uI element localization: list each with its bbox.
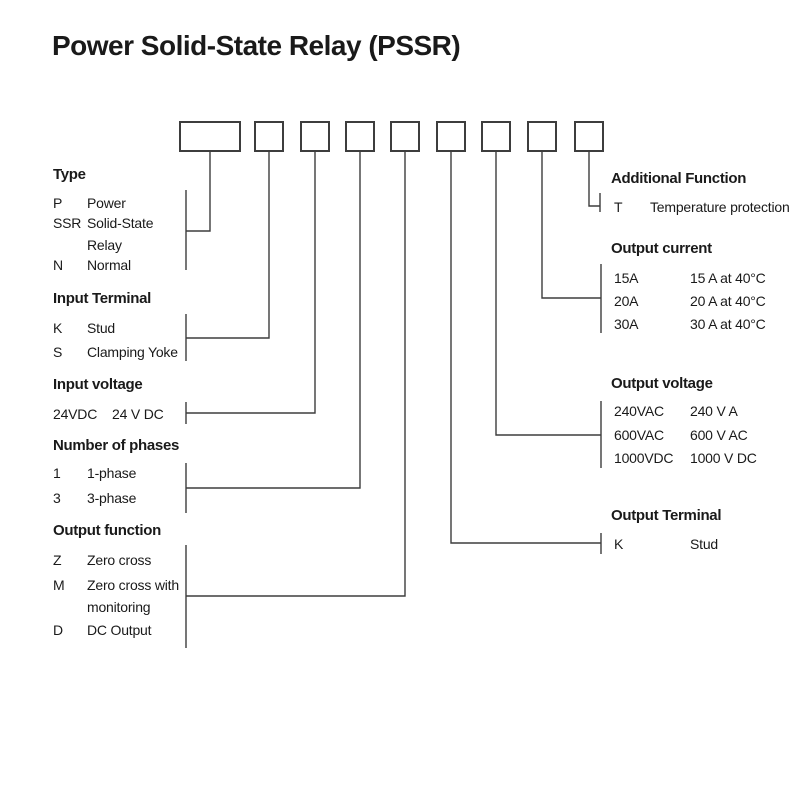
code-description: 600 V AC <box>690 427 748 443</box>
code-description: Power <box>87 195 126 211</box>
code-row: P Power <box>53 195 126 211</box>
code-row: 20A 20 A at 40°C <box>614 293 766 309</box>
code-description: Zero cross <box>87 552 152 568</box>
section-heading-output-function: Output function <box>53 522 161 539</box>
code-description: Clamping Yoke <box>87 344 178 360</box>
code-description: 24 V DC <box>112 406 164 422</box>
code-value <box>53 237 87 253</box>
code-value: SSR <box>53 215 82 231</box>
connector-type <box>185 152 211 270</box>
code-value: 240VAC <box>614 403 664 419</box>
code-box-5 <box>390 121 420 152</box>
code-description: 30 A at 40°C <box>690 316 766 332</box>
code-row: T Temperature protection <box>614 199 790 215</box>
code-description: Zero cross with <box>87 577 179 593</box>
code-description: 20 A at 40°C <box>690 293 766 309</box>
code-row: M Zero cross with <box>53 577 179 593</box>
code-value: D <box>53 622 63 638</box>
code-value: K <box>53 320 63 336</box>
section-heading-additional-function: Additional Function <box>611 170 747 187</box>
section-heading-type: Type <box>53 166 86 183</box>
section-heading-output-terminal: Output Terminal <box>611 507 722 524</box>
section-heading-input-terminal: Input Terminal <box>53 290 152 307</box>
code-row: Relay <box>53 237 122 253</box>
code-row: N Normal <box>53 257 131 273</box>
code-description: Stud <box>87 320 115 336</box>
code-description: 15 A at 40°C <box>690 270 766 286</box>
code-description: 3-phase <box>87 490 137 506</box>
connector-additional-function <box>588 152 601 212</box>
code-box-1 <box>179 121 241 152</box>
code-row: 1000VDC 1000 V DC <box>614 450 757 466</box>
code-row: 3 3-phase <box>53 490 136 506</box>
code-box-6 <box>436 121 466 152</box>
code-box-4 <box>345 121 375 152</box>
code-value: 20A <box>614 293 639 309</box>
code-row: Z Zero cross <box>53 552 151 568</box>
code-value: Z <box>53 552 62 568</box>
connector-output-function <box>185 152 406 648</box>
code-description: Stud <box>690 536 718 552</box>
code-row: 24VDC 24 V DC <box>53 406 164 422</box>
code-row: S Clamping Yoke <box>53 344 178 360</box>
page-title: Power Solid-State Relay (PSSR) <box>52 30 461 61</box>
code-box-8 <box>527 121 557 152</box>
code-box-3 <box>300 121 330 152</box>
code-description: 1-phase <box>87 465 137 481</box>
code-value: S <box>53 344 63 360</box>
code-row: monitoring <box>53 599 151 615</box>
code-value: 1 <box>53 465 61 481</box>
code-row: 600VAC 600 V AC <box>614 427 748 443</box>
code-description: 1000 V DC <box>690 450 757 466</box>
code-value: 24VDC <box>53 406 98 422</box>
connector-input-voltage <box>185 152 316 424</box>
code-row: 1 1-phase <box>53 465 136 481</box>
code-value: M <box>53 577 65 593</box>
code-row: D DC Output <box>53 622 152 638</box>
code-value: 15A <box>614 270 639 286</box>
code-value: T <box>614 199 623 215</box>
code-description: Temperature protection <box>650 199 790 215</box>
section-heading-input-voltage: Input voltage <box>53 376 143 393</box>
code-description: Relay <box>87 237 122 253</box>
code-description: Normal <box>87 257 131 273</box>
code-description: DC Output <box>87 622 152 638</box>
code-box-2 <box>254 121 284 152</box>
code-value <box>53 599 87 615</box>
code-box-7 <box>481 121 511 152</box>
connector-input-terminal <box>185 152 270 361</box>
code-description: monitoring <box>87 599 151 615</box>
code-box-9 <box>574 121 604 152</box>
connector-output-terminal <box>450 152 602 554</box>
connector-number-of-phases <box>185 152 361 513</box>
code-row: K Stud <box>53 320 115 336</box>
code-value: 1000VDC <box>614 450 674 466</box>
connector-output-current <box>541 152 602 333</box>
code-description: 240 V A <box>690 403 738 419</box>
code-value: N <box>53 257 63 273</box>
code-row: 240VAC 240 V A <box>614 403 738 419</box>
section-heading-output-voltage: Output voltage <box>611 375 713 392</box>
code-value: P <box>53 195 63 211</box>
code-value: 3 <box>53 490 61 506</box>
code-description: Solid-State <box>87 215 154 231</box>
code-row: 30A 30 A at 40°C <box>614 316 766 332</box>
code-row: K Stud <box>614 536 718 552</box>
connector-output-voltage <box>495 152 602 468</box>
code-value: 30A <box>614 316 639 332</box>
code-value: K <box>614 536 624 552</box>
code-row: 15A 15 A at 40°C <box>614 270 766 286</box>
section-heading-number-of-phases: Number of phases <box>53 437 180 454</box>
code-row: SSR Solid-State <box>53 215 153 231</box>
code-value: 600VAC <box>614 427 664 443</box>
section-heading-output-current: Output current <box>611 240 712 257</box>
